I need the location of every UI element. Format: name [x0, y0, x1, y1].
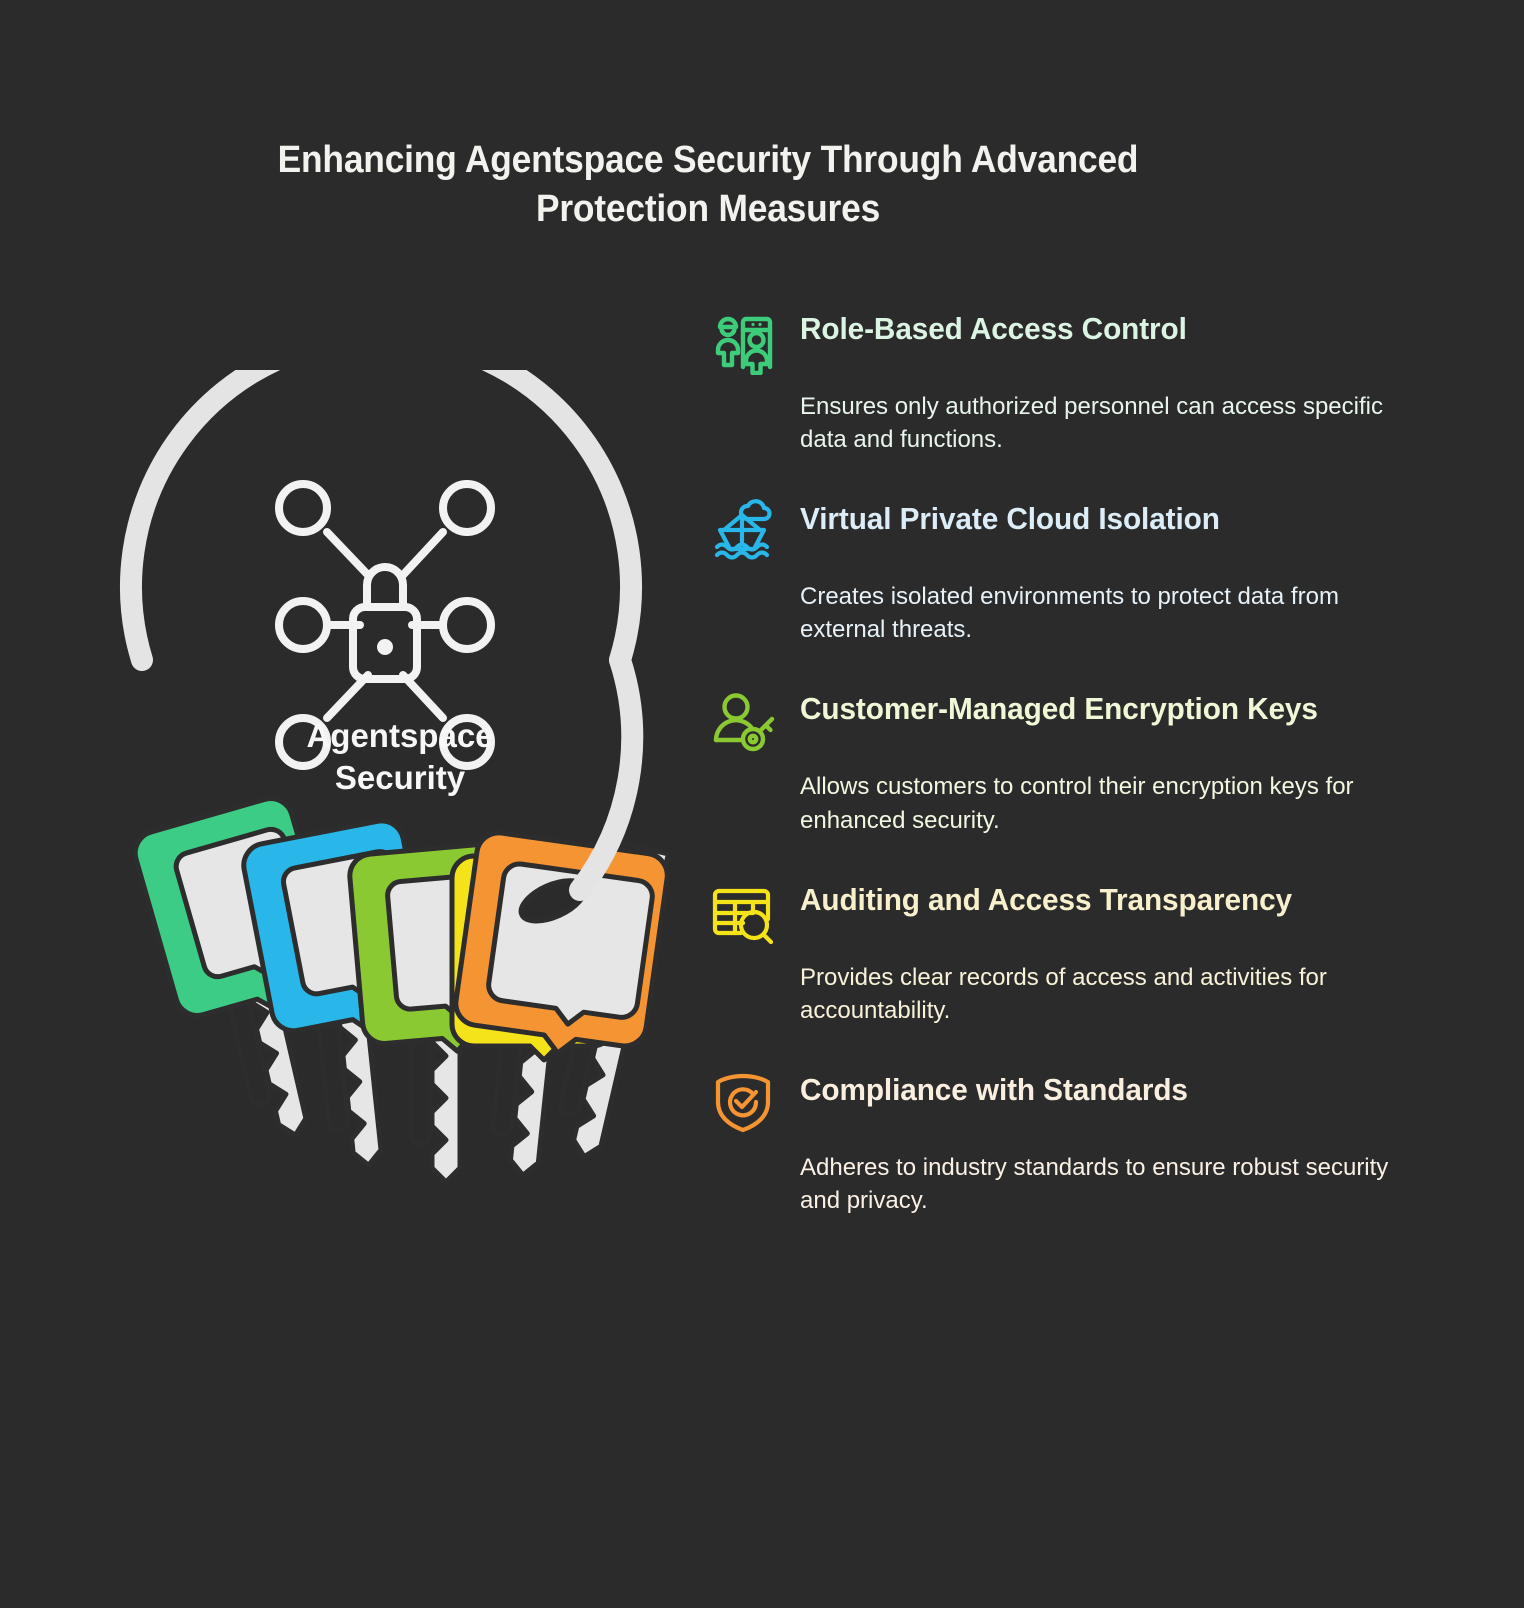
keyring-hoop-front	[569, 649, 644, 901]
feature-title: Customer-Managed Encryption Keys	[800, 691, 1318, 727]
keyring-hoop-back	[120, 370, 642, 671]
feature-head: Auditing and Access Transparency	[706, 871, 1466, 949]
feature-title: Virtual Private Cloud Isolation	[800, 501, 1220, 537]
feature-item-virtual-private-cloud-isolation: Virtual Private Cloud Isolation Creates …	[706, 490, 1466, 646]
feature-item-customer-managed-encryption-keys: Customer-Managed Encryption Keys Allows …	[706, 680, 1466, 836]
feature-description: Allows customers to control their encryp…	[800, 773, 1354, 834]
feature-item-compliance-with-standards: Compliance with Standards Adheres to ind…	[706, 1061, 1466, 1217]
padlock-network-icon	[275, 480, 495, 770]
feature-description: Adheres to industry standards to ensure …	[800, 1153, 1389, 1214]
feature-description: Ensures only authorized personnel can ac…	[800, 393, 1383, 454]
feature-title: Auditing and Access Transparency	[800, 881, 1292, 917]
feature-head: Customer-Managed Encryption Keys	[706, 680, 1466, 758]
feature-title: Compliance with Standards	[800, 1071, 1188, 1107]
feature-head: Compliance with Standards	[706, 1061, 1466, 1139]
security-checkpoint-people-icon	[706, 304, 780, 378]
feature-list: Role-Based Access Control Ensures only a…	[706, 300, 1466, 1217]
key-heads-group	[132, 796, 670, 1063]
feature-description: Provides clear records of access and act…	[800, 963, 1327, 1024]
paper-boat-cloud-water-icon	[706, 494, 780, 568]
feature-item-auditing-and-access-transparency: Auditing and Access Transparency Provide…	[706, 871, 1466, 1027]
feature-title: Role-Based Access Control	[800, 311, 1187, 346]
feature-description: Creates isolated environments to protect…	[800, 583, 1339, 644]
feature-item-role-based-access-control: Role-Based Access Control Ensures only a…	[706, 300, 1466, 456]
shield-check-icon	[706, 1065, 780, 1139]
feature-head: Role-Based Access Control	[706, 300, 1466, 378]
feature-head: Virtual Private Cloud Isolation	[706, 490, 1466, 568]
page-title: Enhancing Agentspace Security Through Ad…	[277, 139, 1139, 230]
keyring-illustration: Agentspace Security	[60, 370, 710, 1380]
table-magnifier-icon	[706, 875, 780, 949]
person-with-key-icon	[706, 684, 780, 758]
